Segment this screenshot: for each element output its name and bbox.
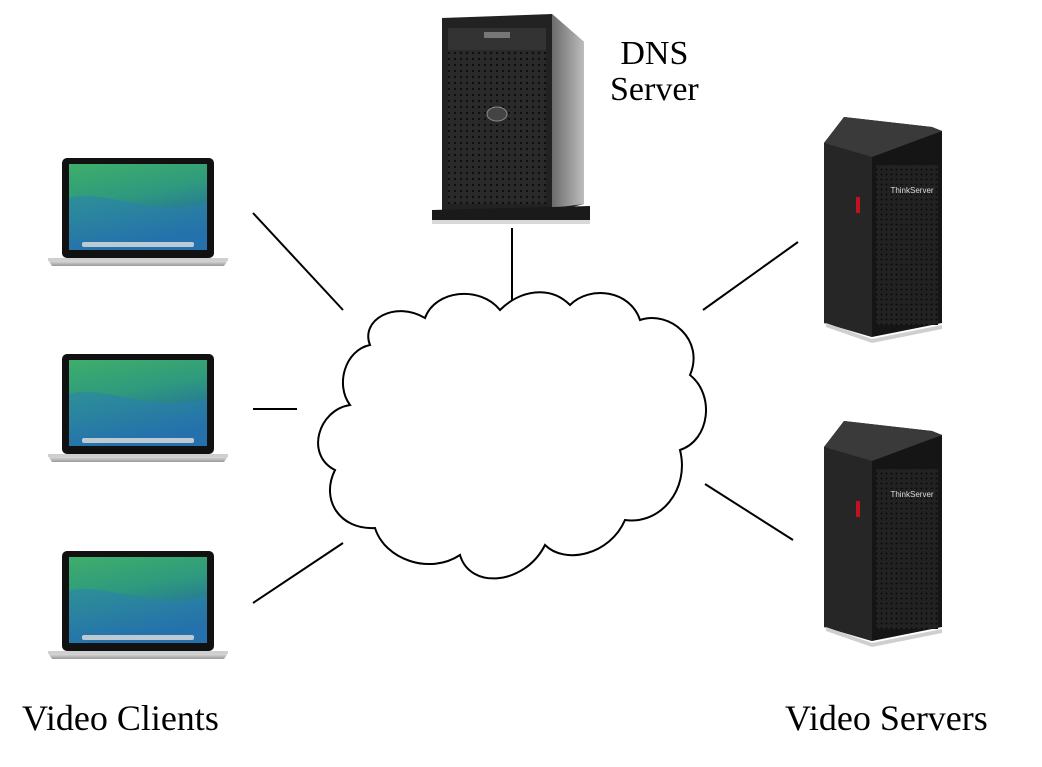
link-client-1 <box>252 212 344 311</box>
laptop-icon <box>48 354 228 462</box>
link-client-3 <box>252 542 344 604</box>
link-server-1 <box>702 241 799 311</box>
tower-server-icon <box>824 421 942 647</box>
video-clients-label: Video Clients <box>22 698 219 738</box>
link-server-2 <box>704 483 794 541</box>
dns-label-line1: DNS <box>620 35 689 72</box>
connection-lines <box>252 212 799 604</box>
laptop-icon <box>48 551 228 659</box>
dns-label-line2: Server <box>610 70 699 108</box>
video-servers-label: Video Servers <box>785 698 988 738</box>
dell-tower-server-icon <box>432 14 590 224</box>
tower-server-icon <box>824 117 942 343</box>
dns-server-label: DNS Server <box>610 36 699 107</box>
cloud-icon <box>317 291 707 580</box>
laptop-icon <box>48 158 228 266</box>
